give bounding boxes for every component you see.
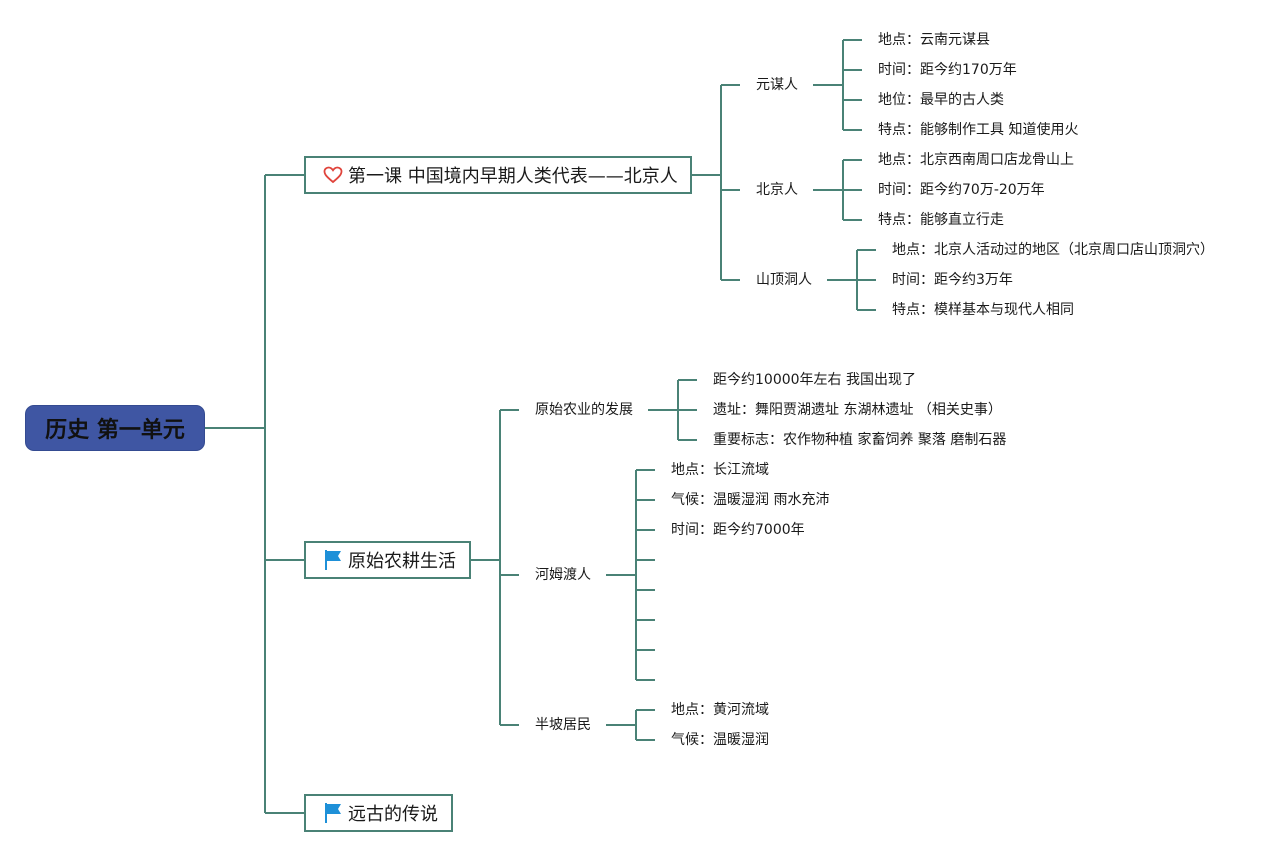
list-item[interactable]: 地位：最早的古人类	[878, 92, 1004, 108]
list-item[interactable]: 时间：距今约3万年	[892, 272, 1013, 288]
topic-primitive-farming-label: 原始农耕生活	[348, 551, 456, 572]
list-item[interactable]: 特点：能够制作工具 知道使用火	[878, 122, 1079, 138]
list-item[interactable]: 重要标志：农作物种植 家畜饲养 聚落 磨制石器	[713, 432, 1007, 448]
list-item[interactable]: 气候：温暖湿润	[671, 732, 769, 748]
topic-primitive-farming[interactable]: 原始农耕生活	[304, 541, 471, 579]
list-item[interactable]: 地点：黄河流域	[671, 702, 769, 718]
blue-flag-icon	[322, 549, 344, 571]
subtopic-yuanmou[interactable]: 元谋人	[756, 77, 798, 93]
topic-ancient-legends[interactable]: 远古的传说	[304, 794, 453, 832]
list-item[interactable]: 气候：温暖湿润 雨水充沛	[671, 492, 830, 508]
root-title: 历史 第一单元	[45, 418, 185, 443]
list-item[interactable]: 地点：北京人活动过的地区（北京周口店山顶洞穴）	[892, 242, 1214, 258]
list-item[interactable]: 地点：云南元谋县	[878, 32, 990, 48]
root-topic[interactable]: 历史 第一单元	[25, 405, 205, 451]
subtopic-banpo[interactable]: 半坡居民	[535, 717, 591, 733]
list-item[interactable]: 特点：能够直立行走	[878, 212, 1004, 228]
topic-ancient-legends-label: 远古的传说	[348, 804, 438, 825]
subtopic-peking-man[interactable]: 北京人	[756, 182, 798, 198]
topic-lesson-1-label: 第一课 中国境内早期人类代表——北京人	[348, 166, 678, 187]
list-item[interactable]: 地点：长江流域	[671, 462, 769, 478]
list-item[interactable]: 遗址：舞阳贾湖遗址 东湖林遗址 （相关史事）	[713, 402, 1002, 418]
subtopic-agriculture-development[interactable]: 原始农业的发展	[535, 402, 633, 418]
subtopic-upper-cave[interactable]: 山顶洞人	[756, 272, 812, 288]
list-item[interactable]: 时间：距今约7000年	[671, 522, 805, 538]
subtopic-hemudu[interactable]: 河姆渡人	[535, 567, 591, 583]
list-item[interactable]: 特点：模样基本与现代人相同	[892, 302, 1074, 318]
blue-flag-icon	[322, 802, 344, 824]
heart-outline-icon	[322, 164, 344, 186]
list-item[interactable]: 地点：北京西南周口店龙骨山上	[878, 152, 1074, 168]
topic-lesson-1[interactable]: 第一课 中国境内早期人类代表——北京人	[304, 156, 692, 194]
list-item[interactable]: 时间：距今约70万-20万年	[878, 182, 1045, 198]
list-item[interactable]: 距今约10000年左右 我国出现了	[713, 372, 916, 388]
list-item[interactable]: 时间：距今约170万年	[878, 62, 1017, 78]
